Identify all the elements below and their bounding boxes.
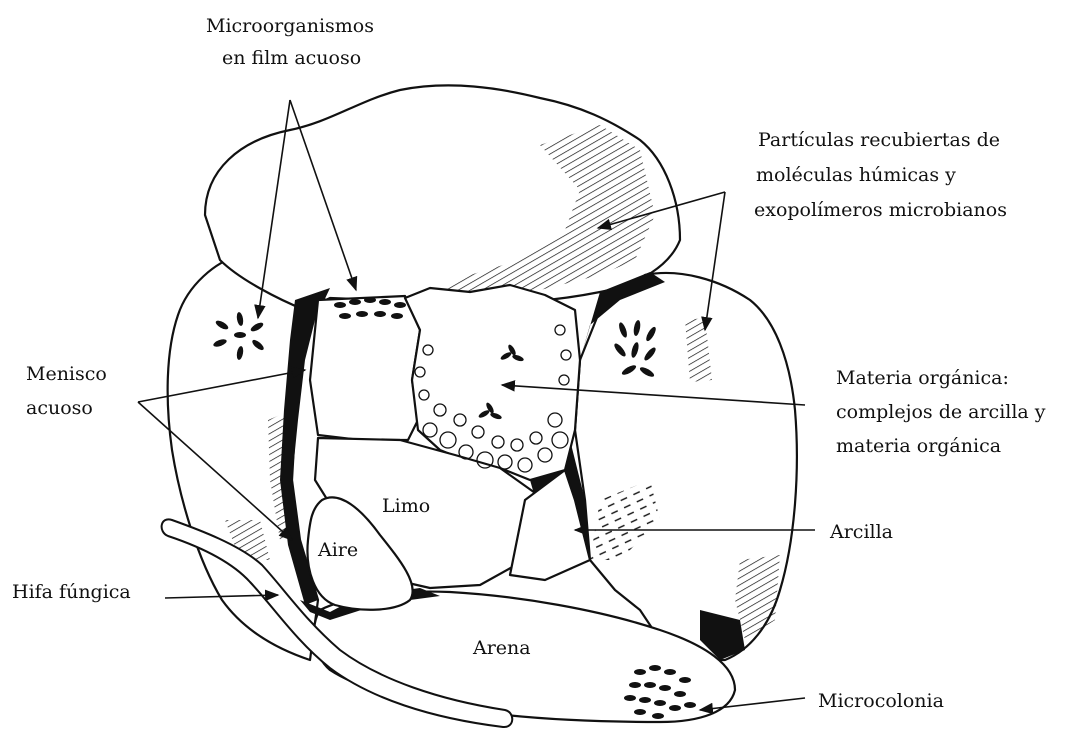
- materia-label-line2: complejos de arcilla y: [836, 401, 1046, 423]
- materia-label: Materia orgánica: complejos de arcilla y…: [836, 367, 1046, 457]
- particulas-label-line3: exopolímeros microbianos: [754, 199, 1007, 221]
- microorganismos-label-line1: Microorganismos: [206, 15, 374, 37]
- menisco-label-line2: acuoso: [26, 397, 93, 419]
- microorganismos-label: Microorganismos en film acuoso: [206, 15, 374, 69]
- microcolonia-label: Microcolonia: [818, 690, 944, 712]
- materia-label-line3: materia orgánica: [836, 435, 1001, 457]
- particulas-label-line1: Partículas recubiertas de: [758, 129, 1000, 151]
- microorganismos-label-line2: en film acuoso: [222, 47, 361, 69]
- particulas-label-line2: moléculas húmicas y: [756, 164, 956, 186]
- aire-label: Aire: [317, 539, 358, 561]
- arcilla-label: Arcilla: [829, 521, 893, 543]
- menisco-label-line1: Menisco: [26, 363, 107, 385]
- materia-label-line1: Materia orgánica:: [836, 367, 1009, 389]
- hifa-label: Hifa fúngica: [12, 581, 131, 603]
- arena-label: Arena: [472, 637, 531, 659]
- upper-silt-particle: [310, 296, 420, 440]
- menisco-label: Menisco acuoso: [26, 363, 107, 419]
- limo-label: Limo: [382, 495, 430, 517]
- particulas-label: Partículas recubiertas de moléculas húmi…: [754, 129, 1007, 221]
